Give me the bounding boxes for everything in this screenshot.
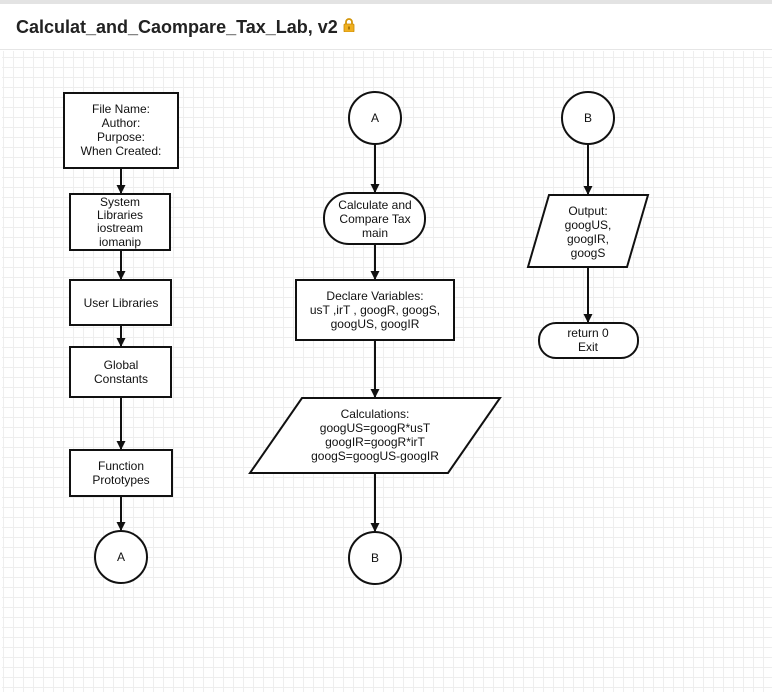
- calculations-line: Calculations:: [341, 407, 410, 421]
- file-header-box[interactable]: File Name: Author: Purpose: When Created…: [63, 92, 179, 169]
- output-line: googIR,: [567, 232, 609, 246]
- exit-terminal[interactable]: return 0 Exit: [538, 322, 639, 359]
- output-parallelogram[interactable]: Output: googUS, googIR, googS: [526, 194, 650, 268]
- declare-variables-line: Declare Variables:: [326, 289, 423, 303]
- function-prototypes-box[interactable]: Function Prototypes: [69, 449, 173, 497]
- exit-terminal-line: return 0: [567, 326, 609, 340]
- top-border: [0, 0, 772, 4]
- global-constants-box[interactable]: Global Constants: [69, 346, 172, 398]
- file-header-line: Purpose:: [97, 130, 145, 144]
- calculations-parallelogram[interactable]: Calculations: googUS=googR*usT googIR=go…: [248, 397, 502, 474]
- calculations-line: googIR=googR*irT: [325, 435, 425, 449]
- connector-b-top-label: B: [584, 111, 592, 125]
- document-header: Calculat_and_Caompare_Tax_Lab, v2: [0, 4, 772, 50]
- output-line: googUS,: [565, 218, 612, 232]
- output-line: googS: [571, 246, 606, 260]
- connector-a-left-label: A: [117, 550, 125, 564]
- connector-b-bottom[interactable]: B: [348, 531, 402, 585]
- user-libraries-label: User Libraries: [84, 296, 159, 310]
- document-title[interactable]: Calculat_and_Caompare_Tax_Lab, v2: [16, 17, 355, 39]
- system-libraries-line: Libraries: [97, 208, 143, 222]
- main-terminal-line: main: [362, 226, 388, 240]
- function-prototypes-line: Prototypes: [92, 473, 149, 487]
- file-header-line: File Name:: [92, 102, 150, 116]
- lock-icon[interactable]: [343, 16, 355, 37]
- declare-variables-line: usT ,irT , googR, googS,: [310, 303, 440, 317]
- diagram-canvas[interactable]: File Name: Author: Purpose: When Created…: [2, 51, 772, 692]
- declare-variables-box[interactable]: Declare Variables: usT ,irT , googR, goo…: [295, 279, 455, 341]
- function-prototypes-line: Function: [98, 459, 144, 473]
- file-header-line: Author:: [102, 116, 141, 130]
- file-header-line: When Created:: [81, 144, 162, 158]
- system-libraries-line: System: [100, 195, 140, 209]
- document-title-text: Calculat_and_Caompare_Tax_Lab, v2: [16, 17, 338, 37]
- main-terminal[interactable]: Calculate and Compare Tax main: [323, 192, 426, 245]
- flowchart-diagram: File Name: Author: Purpose: When Created…: [63, 91, 650, 585]
- calculations-line: googS=googUS-googIR: [311, 449, 439, 463]
- connector-b-bottom-label: B: [371, 551, 379, 565]
- declare-variables-line: googUS, googIR: [331, 317, 420, 331]
- calculations-line: googUS=googR*usT: [320, 421, 431, 435]
- global-constants-line: Global: [104, 358, 139, 372]
- connector-b-top[interactable]: B: [561, 91, 615, 145]
- connector-a-left[interactable]: A: [94, 530, 148, 584]
- system-libraries-box[interactable]: System Libraries iostream iomanip: [69, 193, 171, 251]
- system-libraries-line: iomanip: [99, 235, 141, 249]
- connector-a-top[interactable]: A: [348, 91, 402, 145]
- output-line: Output:: [568, 204, 607, 218]
- user-libraries-box[interactable]: User Libraries: [69, 279, 172, 326]
- system-libraries-line: iostream: [97, 221, 143, 235]
- global-constants-line: Constants: [94, 372, 148, 386]
- main-terminal-line: Compare Tax: [339, 212, 410, 226]
- main-terminal-line: Calculate and: [338, 198, 411, 212]
- exit-terminal-line: Exit: [578, 340, 599, 354]
- connector-a-top-label: A: [371, 111, 379, 125]
